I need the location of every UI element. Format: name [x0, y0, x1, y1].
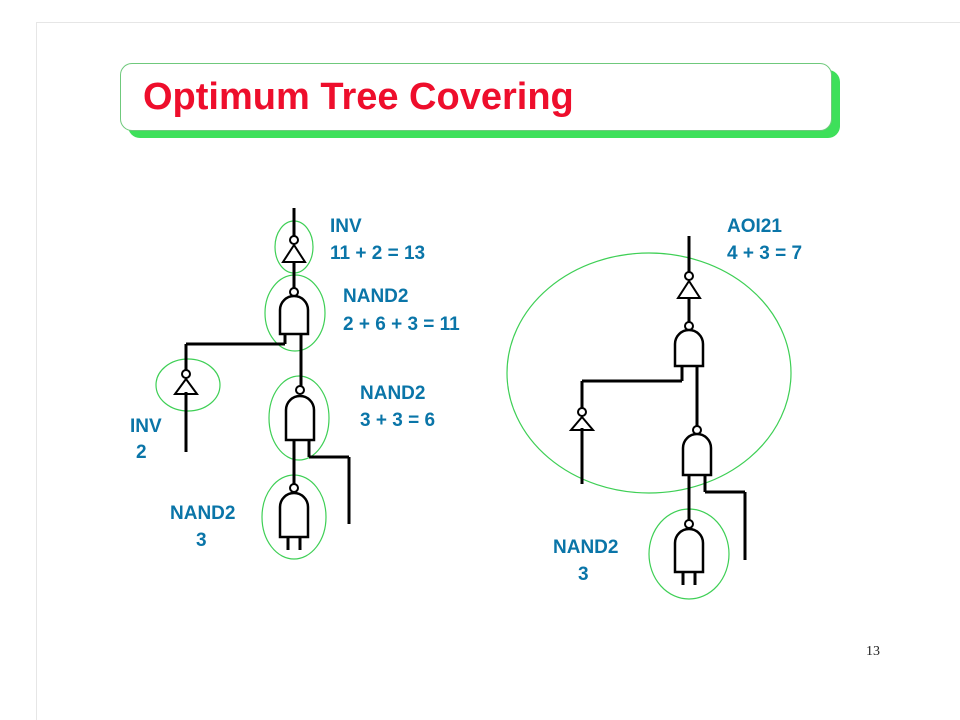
- title-box: Optimum Tree Covering: [120, 63, 832, 131]
- left-tree: [155, 208, 351, 560]
- nand-body: [278, 491, 310, 539]
- inv-body: [676, 279, 702, 299]
- cover-inv-side: [155, 358, 221, 412]
- nand-body: [673, 527, 705, 574]
- nand-gate-upper: [278, 287, 310, 336]
- nand-bubble: [684, 519, 694, 529]
- nand-body: [673, 328, 705, 368]
- label-inv-side-name: INV: [130, 416, 162, 437]
- nand-bubble: [295, 385, 305, 395]
- aoi-nand-gate-middle: [681, 425, 713, 477]
- right-cover-circles: [506, 252, 792, 600]
- page-number: 13: [866, 644, 880, 659]
- nand-gate-bottom-right: [673, 519, 705, 574]
- inv-gate-top: [281, 235, 307, 263]
- slide-frame: [36, 22, 960, 720]
- label-inv-side-cost: 2: [136, 442, 147, 463]
- inv-body: [173, 377, 199, 395]
- inv-gate-side: [173, 369, 199, 395]
- nand-gate-bottom: [278, 483, 310, 539]
- cover-nand-bottom: [261, 474, 327, 560]
- label-nand-middle-name: NAND2: [360, 383, 425, 404]
- inv-bubble: [577, 407, 587, 417]
- label-inv-top-name: INV: [330, 216, 362, 237]
- inv-body: [568, 415, 596, 431]
- label-nand-bottom-right-name: NAND2: [553, 537, 618, 558]
- inv-bubble: [684, 271, 694, 281]
- aoi-inv-side: [568, 407, 596, 431]
- label-aoi21-name: AOI21: [727, 216, 782, 237]
- cover-nand-bottom-right: [648, 508, 730, 600]
- left-wires: [184, 208, 351, 550]
- label-inv-top-cost: 11 + 2 = 13: [330, 243, 425, 264]
- inv-body: [281, 243, 307, 263]
- label-nand-middle-cost: 3 + 3 = 6: [360, 410, 435, 431]
- cover-aoi21: [506, 252, 792, 494]
- aoi-nand-gate-upper: [673, 321, 705, 368]
- label-nand-upper-name: NAND2: [343, 286, 408, 307]
- nand-gate-middle: [284, 385, 316, 442]
- cover-nand-middle: [268, 375, 330, 461]
- nand-bubble: [289, 483, 299, 493]
- label-nand-bottom-right-cost: 3: [578, 564, 589, 585]
- aoi-inv-gate: [676, 271, 702, 299]
- nand-body: [681, 432, 713, 477]
- slide-title: Optimum Tree Covering: [143, 76, 574, 118]
- right-wires: [580, 236, 747, 585]
- label-nand-upper-cost: 2 + 6 + 3 = 11: [343, 314, 460, 335]
- nand-body: [284, 394, 316, 442]
- label-nand-bottom-name: NAND2: [170, 503, 235, 524]
- inv-bubble: [181, 369, 191, 379]
- right-tree: [506, 236, 792, 600]
- inv-bubble: [289, 235, 299, 245]
- nand-body: [278, 294, 310, 336]
- label-aoi21-cost: 4 + 3 = 7: [727, 243, 802, 264]
- label-nand-bottom-cost: 3: [196, 530, 207, 551]
